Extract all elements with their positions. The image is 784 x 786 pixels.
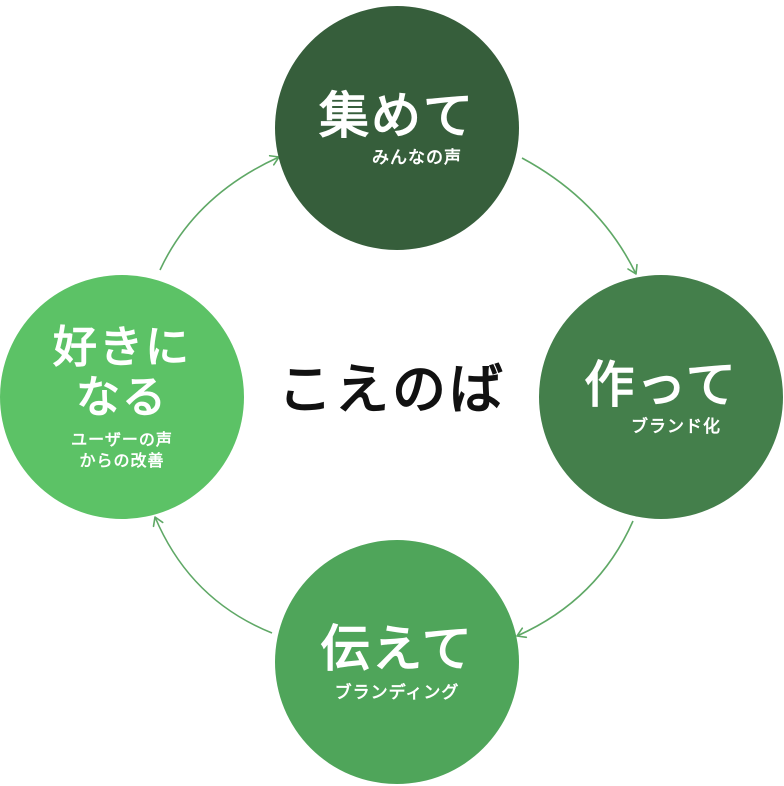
step-like-subtitle-line2: からの改善	[79, 451, 165, 470]
arrow-step2-to-step3	[516, 520, 634, 639]
step-convey-node: 伝えて ブランディング	[275, 540, 519, 784]
step-convey-title: 伝えて	[320, 620, 474, 678]
step-create-title: 作って	[584, 356, 738, 414]
step-collect-subtitle: みんなの声	[372, 148, 462, 168]
step-collect-title: 集めて	[319, 87, 475, 145]
arrow-step4-to-step1	[159, 154, 280, 271]
step-like-node: 好きに なる ユーザーの声 からの改善	[0, 275, 244, 519]
center-label: こえのば	[278, 358, 506, 421]
step-collect-node: 集めて みんなの声	[275, 6, 519, 250]
step-like-title-line1: 好きに	[53, 322, 191, 373]
arrow-step3-to-step4	[152, 516, 273, 634]
arrow-step1-to-step2	[521, 157, 638, 275]
step-convey-subtitle: ブランディング	[334, 683, 460, 703]
step-like-subtitle-line1: ユーザーの声	[71, 430, 173, 449]
step-create-node: 作って ブランド化	[539, 275, 783, 519]
step-create-subtitle: ブランド化	[631, 417, 721, 437]
step-like-title-line2: なる	[76, 372, 168, 423]
